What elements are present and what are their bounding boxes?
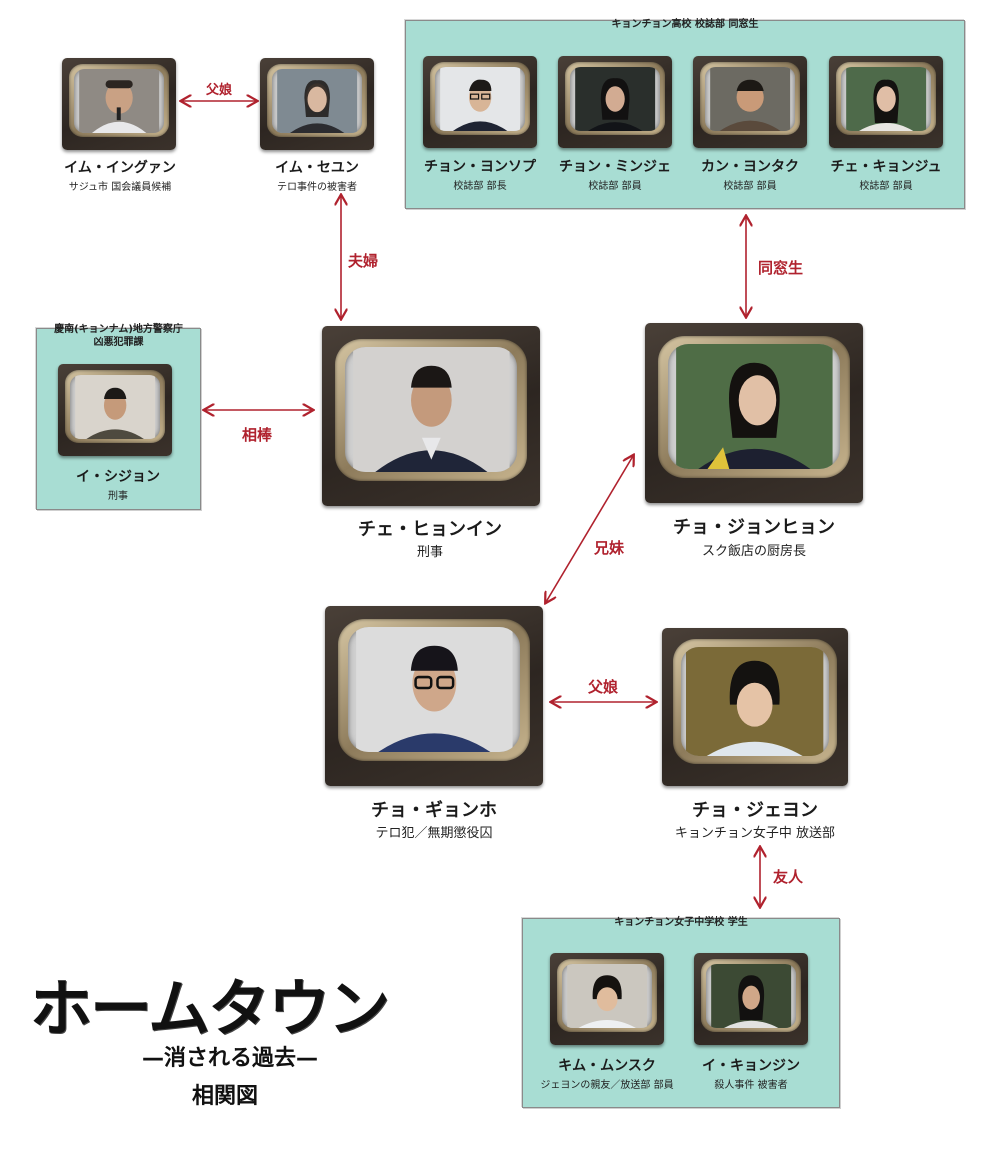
role-cho-gyonho: テロ犯／無期懲役囚 [375,826,493,841]
role-cho-jeyon: キョンチョン女子中 放送部 [674,826,836,841]
portrait-che-hyonin [322,326,540,506]
relation-label-father-daughter-top: 父娘 [206,83,233,98]
relation-label-friends: 友人 [773,868,804,886]
relation-label-father-daughter-bottom: 父娘 [588,678,619,696]
students-group-title: キョンチョン女子中学校 学生 [614,917,748,928]
portrait-jeong-minje [558,56,672,148]
role-kang-yongtak: 校誌部 部員 [723,181,777,192]
name-im-ingwan: イム・イングァン [64,160,176,176]
name-im-seyun: イム・セユン [275,160,359,176]
name-cho-jeyon: チョ・ジェヨン [692,800,818,821]
chart-title: 相関図 [191,1084,258,1109]
role-kim-munsuku: ジェヨンの親友／放送部 部員 [540,1080,674,1091]
alumni-group-title: キョンチョン高校 校誌部 同窓生 [611,19,759,30]
series-subtitle: —消される過去— [141,1046,318,1071]
relation-label-partners: 相棒 [242,426,273,444]
name-i-sijon: イ・シジョン [76,469,160,485]
relation-label-alumni: 同窓生 [758,259,804,277]
name-kim-munsuku: キム・ムンスク [558,1058,656,1074]
role-i-sijon: 刑事 [108,491,128,502]
portrait-kang-yongtak [693,56,807,148]
role-che-hyonin: 刑事 [416,545,443,560]
relation-label-siblings: 兄妹 [594,539,625,557]
name-kang-yongtak: カン・ヨンタク [701,159,799,175]
role-im-seyun: テロ事件の被害者 [277,182,357,193]
role-im-ingwan: サジュ市 国会議員候補 [68,182,172,193]
portrait-i-sijon [58,364,172,456]
portrait-che-kyonju [829,56,943,148]
name-i-kyonjin: イ・キョンジン [702,1058,800,1074]
role-jeong-yongsop: 校誌部 部長 [453,181,507,192]
name-che-hyonin: チェ・ヒョンイン [358,519,502,540]
portrait-i-kyonjin [694,953,808,1045]
role-i-kyonjin: 殺人事件 被害者 [714,1080,788,1091]
portrait-cho-jonhyon [645,323,863,503]
name-cho-jonhyon: チョ・ジョンヒョン [673,517,835,538]
portrait-im-seyun [260,58,374,150]
name-jeong-minje: チョン・ミンジェ [559,159,671,175]
role-cho-jonhyon: スク飯店の厨房長 [701,544,806,559]
name-cho-gyonho: チョ・ギョンホ [371,800,497,821]
arrow-siblings [546,456,633,602]
portrait-jeong-yongsop [423,56,537,148]
name-jeong-yongsop: チョン・ヨンソプ [424,159,536,175]
role-jeong-minje: 校誌部 部員 [588,181,642,192]
portrait-im-ingwan [62,58,176,150]
role-che-kyonju: 校誌部 部員 [859,181,913,192]
police-group-title: 慶南(キョンナム)地方警察庁 凶悪犯罪課 [54,324,183,348]
portrait-kim-munsuku [550,953,664,1045]
series-title: ホームタウン [30,972,390,1045]
relation-label-spouses: 夫婦 [348,252,379,270]
portrait-cho-gyonho [325,606,543,786]
portrait-cho-jeyon [662,628,848,786]
name-che-kyonju: チェ・キョンジュ [830,159,942,175]
